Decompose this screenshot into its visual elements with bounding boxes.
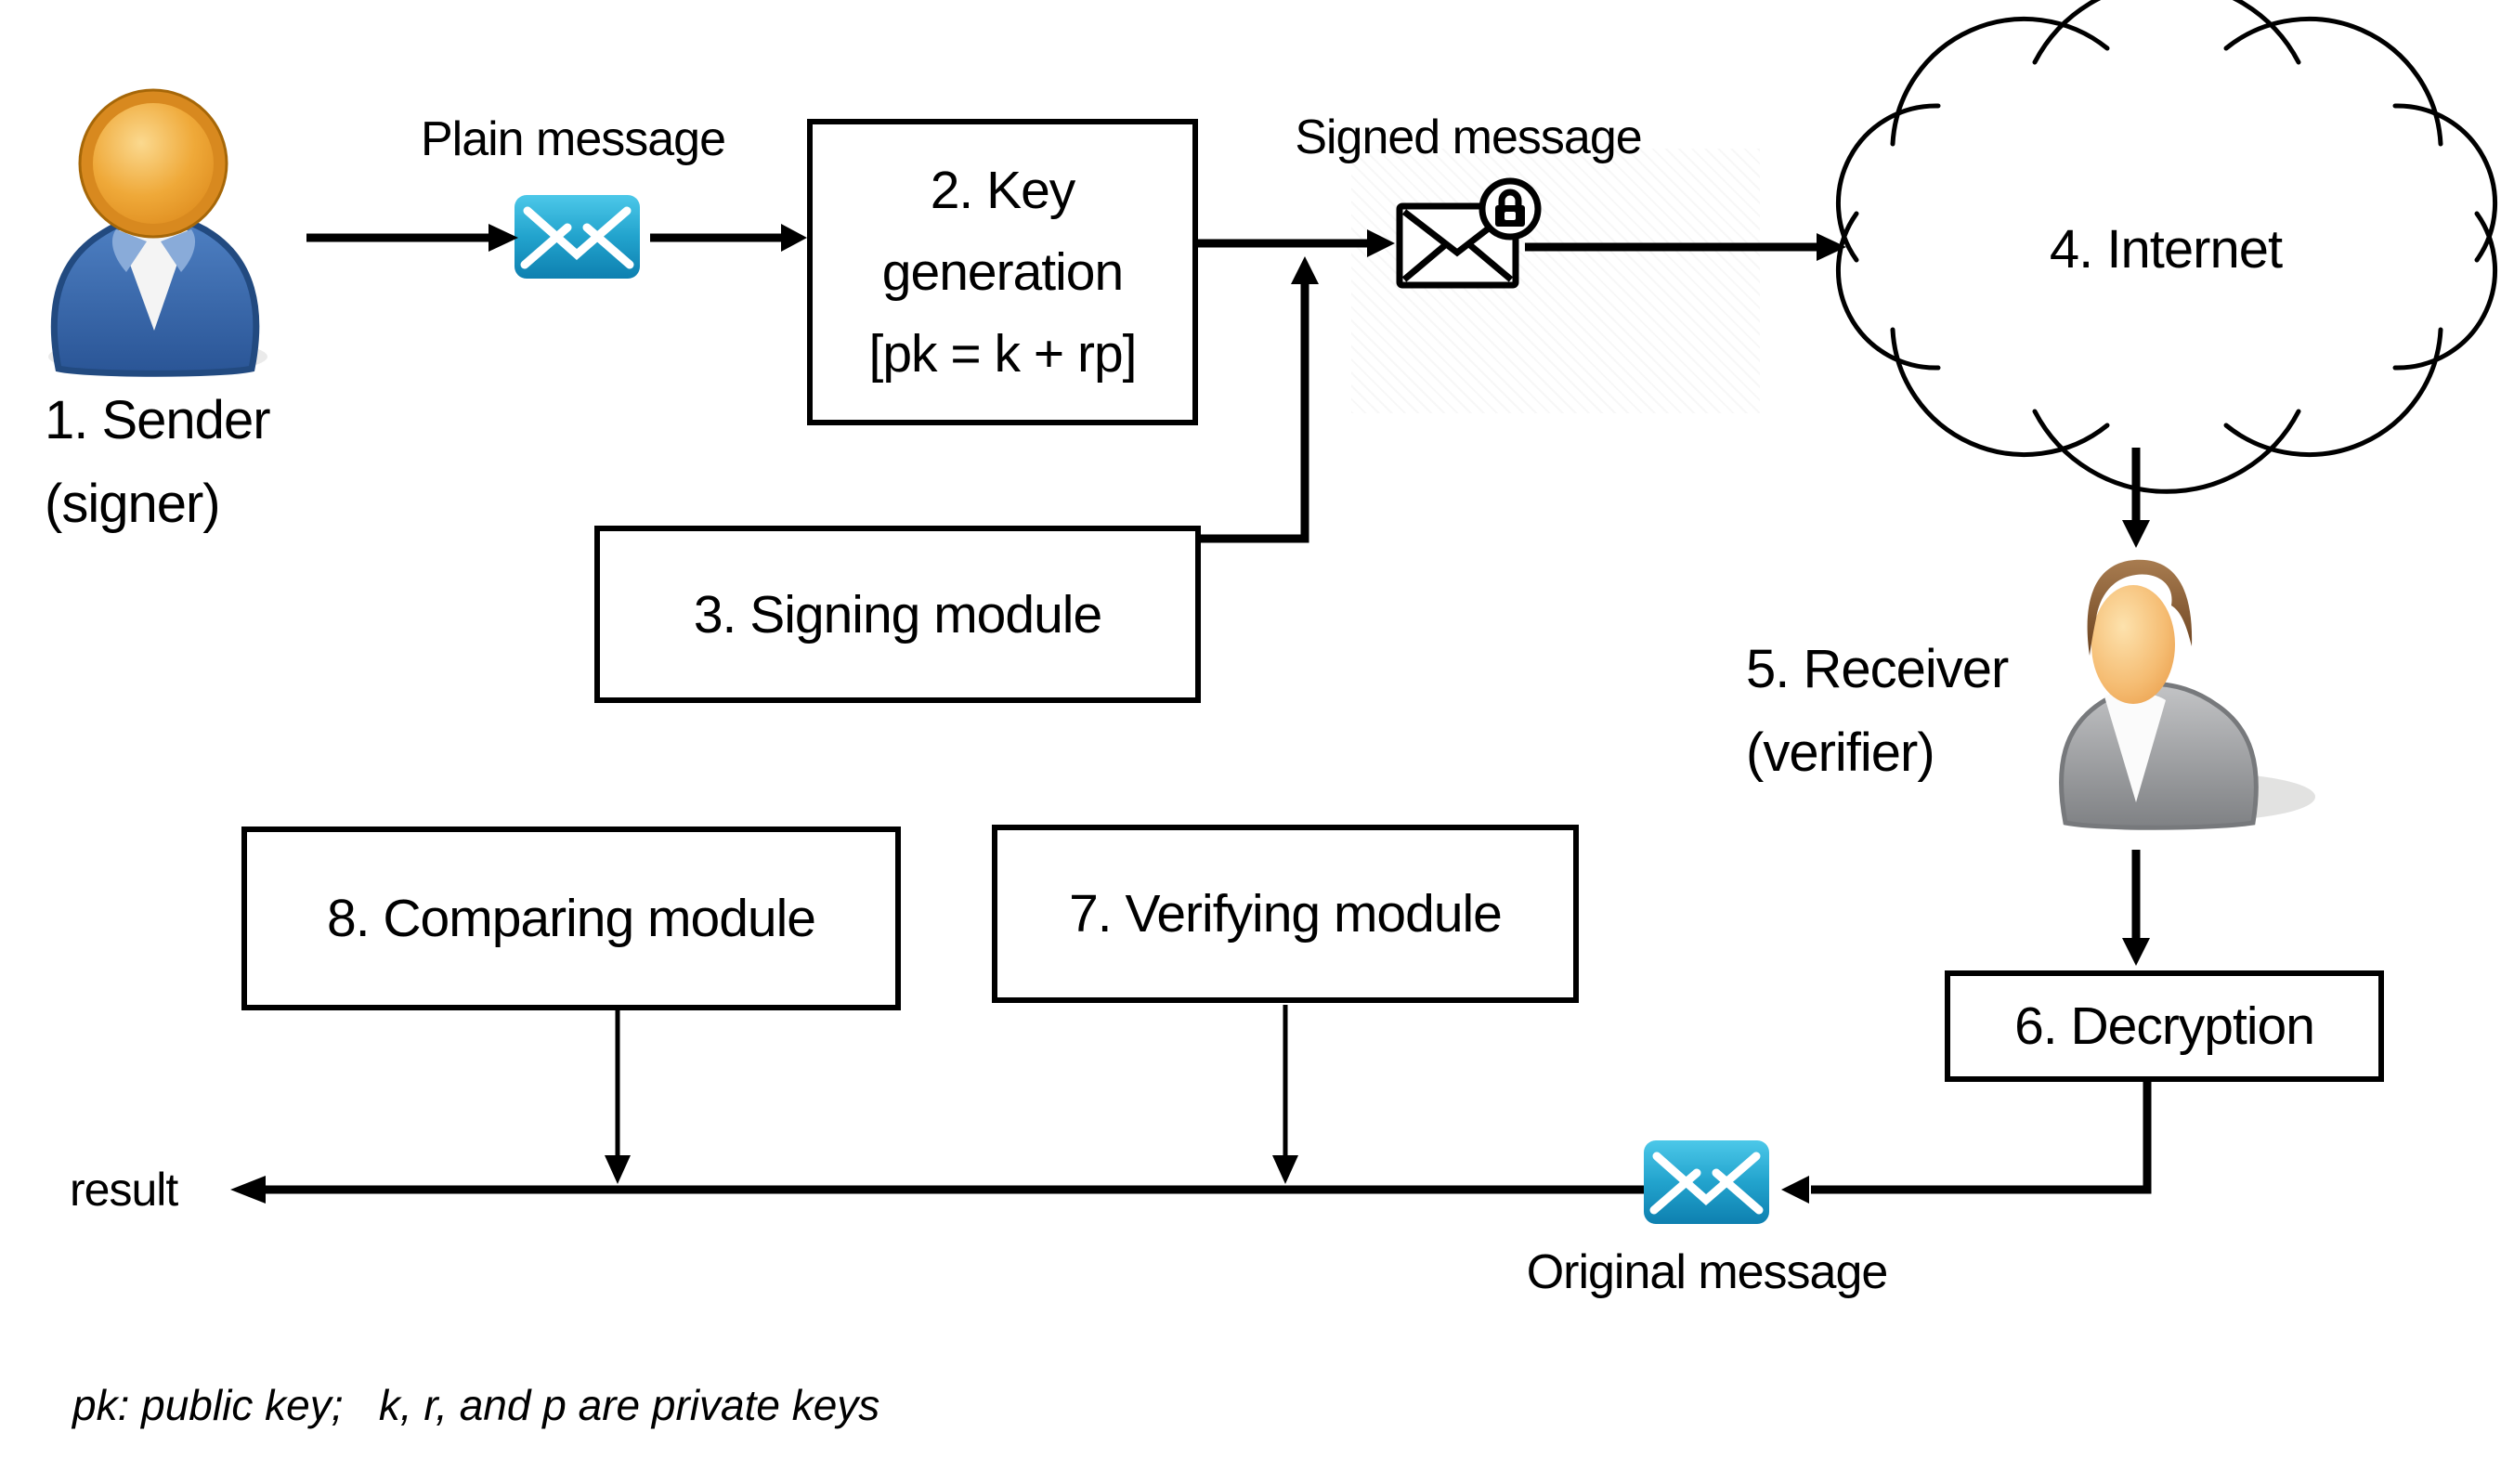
- signing-module-label: 3. Signing module: [693, 584, 1102, 644]
- decryption-label: 6. Decryption: [2014, 996, 2315, 1056]
- verifying-module-box: 7. Verifying module: [992, 825, 1579, 1003]
- arrow-key-generation-to-signed-message: [1198, 229, 1395, 257]
- key-generation-label-line2: generation: [881, 242, 1124, 302]
- verifying-module-label: 7. Verifying module: [1069, 884, 1503, 944]
- sender-head: [93, 103, 214, 224]
- footnote: pk: public key; k, r, and p are private …: [72, 1381, 880, 1429]
- arrow-internet-to-receiver: [2122, 448, 2150, 548]
- result-line: [230, 1176, 1644, 1204]
- decryption-box: 6. Decryption: [1945, 970, 2384, 1082]
- receiver-label-line2: (verifier): [1746, 722, 1935, 783]
- sender-label: 1. Sender (signer): [45, 379, 271, 546]
- key-generation-label-line1: 2. Key: [930, 161, 1076, 220]
- sender-icon: [48, 88, 267, 377]
- receiver-icon: [2059, 559, 2315, 830]
- connectors: [230, 224, 2152, 1204]
- arrow-signed-message-to-internet: [1525, 233, 1846, 261]
- plain-message-envelope-icon: [515, 195, 640, 279]
- internet-label: 4. Internet: [2049, 219, 2283, 280]
- result-label: result: [70, 1164, 178, 1216]
- original-message-label: Original message: [1526, 1245, 1889, 1299]
- arrow-sender-to-plain-message: [306, 224, 518, 252]
- receiver-body: [2059, 681, 2259, 830]
- comparing-module-box: 8. Comparing module: [241, 827, 901, 1010]
- arrow-decryption-to-original-message: [1781, 1082, 2152, 1204]
- arrow-signing-module-to-signed-message: [1201, 256, 1319, 543]
- comparing-module-label: 8. Comparing module: [327, 889, 816, 948]
- arrow-receiver-to-decryption: [2122, 850, 2150, 966]
- receiver-hair: [2087, 559, 2193, 656]
- sender-label-line1: 1. Sender: [45, 390, 271, 450]
- lock-badge-icon: [1478, 177, 1542, 241]
- receiver-label: 5. Receiver (verifier): [1746, 628, 2009, 795]
- sender-collar-right: [161, 229, 196, 272]
- plain-message-label: Plain message: [420, 112, 726, 166]
- signed-message-label: Signed message: [1295, 111, 1642, 164]
- receiver-face: [2091, 585, 2175, 704]
- signed-message-envelope-icon: [1396, 177, 1542, 289]
- internet-cloud: [1835, 0, 2498, 494]
- arrow-comparing-module-to-result: [605, 1010, 631, 1184]
- sender-collar-left: [111, 229, 147, 272]
- arrow-plain-message-to-key-generation: [650, 224, 807, 252]
- arrow-verifying-module-to-result: [1272, 1005, 1298, 1184]
- key-generation-box: 2. Key generation [pk = k + rp]: [807, 119, 1198, 425]
- receiver-label-line1: 5. Receiver: [1746, 639, 2009, 699]
- sender-label-line2: (signer): [45, 474, 221, 534]
- receiver-shirt: [2104, 692, 2166, 802]
- signing-module-box: 3. Signing module: [594, 526, 1201, 703]
- original-message-envelope-icon: [1644, 1140, 1769, 1224]
- key-generation-label-line3: [pk = k + rp]: [868, 324, 1138, 384]
